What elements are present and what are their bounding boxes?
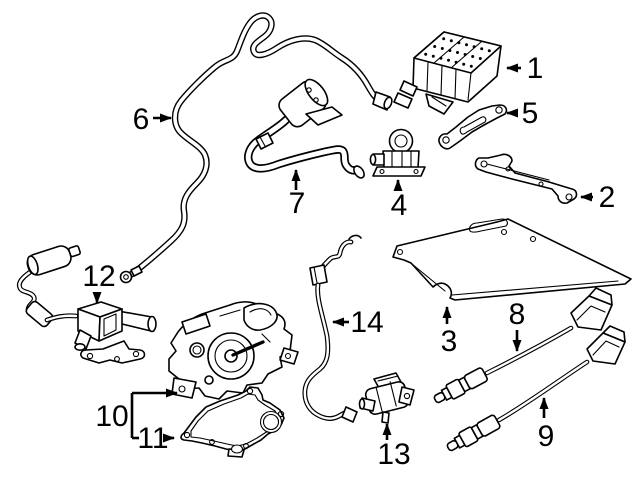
callout-2-number[interactable]: 2	[599, 181, 616, 214]
callout-5-number[interactable]: 5	[522, 97, 539, 130]
fuel-filter	[26, 245, 81, 276]
callout-3[interactable]: 3	[441, 306, 458, 358]
part-13-solenoid-valve	[358, 372, 415, 424]
hose-end-fitting	[119, 270, 133, 284]
part-4-purge-valve	[369, 128, 426, 177]
callout-1-number[interactable]: 1	[527, 52, 544, 85]
sensor-body	[433, 367, 488, 404]
part-5-bracket	[438, 104, 508, 150]
callout-13[interactable]: 13	[377, 423, 411, 471]
part-3-heat-shield	[392, 218, 632, 301]
callout-7[interactable]: 7	[289, 169, 306, 220]
callout-1[interactable]: 1	[506, 52, 544, 85]
callout-3-number[interactable]: 3	[441, 325, 458, 358]
callout-8[interactable]: 8	[509, 298, 526, 352]
sensor-body	[446, 414, 501, 452]
part-9-oxygen-sensor	[446, 325, 626, 452]
callout-5[interactable]: 5	[506, 97, 539, 130]
tube-end-fitting	[341, 406, 358, 423]
canister-port	[399, 80, 418, 97]
sensor-connector	[570, 295, 613, 331]
callout-9[interactable]: 9	[538, 397, 555, 453]
part-12-valve-assembly	[16, 245, 157, 364]
callout-14[interactable]: 14	[332, 306, 384, 339]
callout-11-number[interactable]: 11	[137, 422, 168, 455]
callout-9-number[interactable]: 9	[538, 420, 555, 453]
callout-11[interactable]: 11	[137, 422, 175, 455]
callout-13-number[interactable]: 13	[377, 438, 410, 471]
canister-vent-holes	[424, 37, 491, 68]
callout-4-number[interactable]: 4	[391, 189, 408, 222]
part-11-pump-plate	[180, 386, 285, 458]
tube-clamp	[309, 264, 328, 286]
part-8-oxygen-sensor	[433, 287, 613, 404]
callout-10-number[interactable]: 10	[95, 400, 128, 433]
valve-bracket	[80, 340, 146, 364]
callout-12-number[interactable]: 12	[82, 260, 115, 293]
part-14-vacuum-tube	[302, 234, 362, 423]
part-10-pump	[168, 301, 299, 400]
callout-12[interactable]: 12	[82, 260, 116, 304]
callout-10[interactable]: 10	[95, 388, 178, 440]
callout-7-number[interactable]: 7	[289, 187, 306, 220]
callout-6-number[interactable]: 6	[133, 103, 150, 136]
callout-14-number[interactable]: 14	[350, 306, 383, 339]
callout-8-number[interactable]: 8	[509, 298, 526, 331]
sensor-connector	[586, 332, 626, 365]
callout-4[interactable]: 4	[391, 179, 408, 222]
part-6-vapor-hose	[119, 12, 393, 284]
part-7-vent-hose-filter	[244, 78, 365, 179]
valve-hose	[117, 310, 153, 332]
callout-6[interactable]: 6	[133, 103, 172, 136]
part-2-bracket	[474, 153, 578, 204]
callout-2[interactable]: 2	[580, 181, 616, 214]
part-1-vapor-canister	[393, 31, 502, 115]
